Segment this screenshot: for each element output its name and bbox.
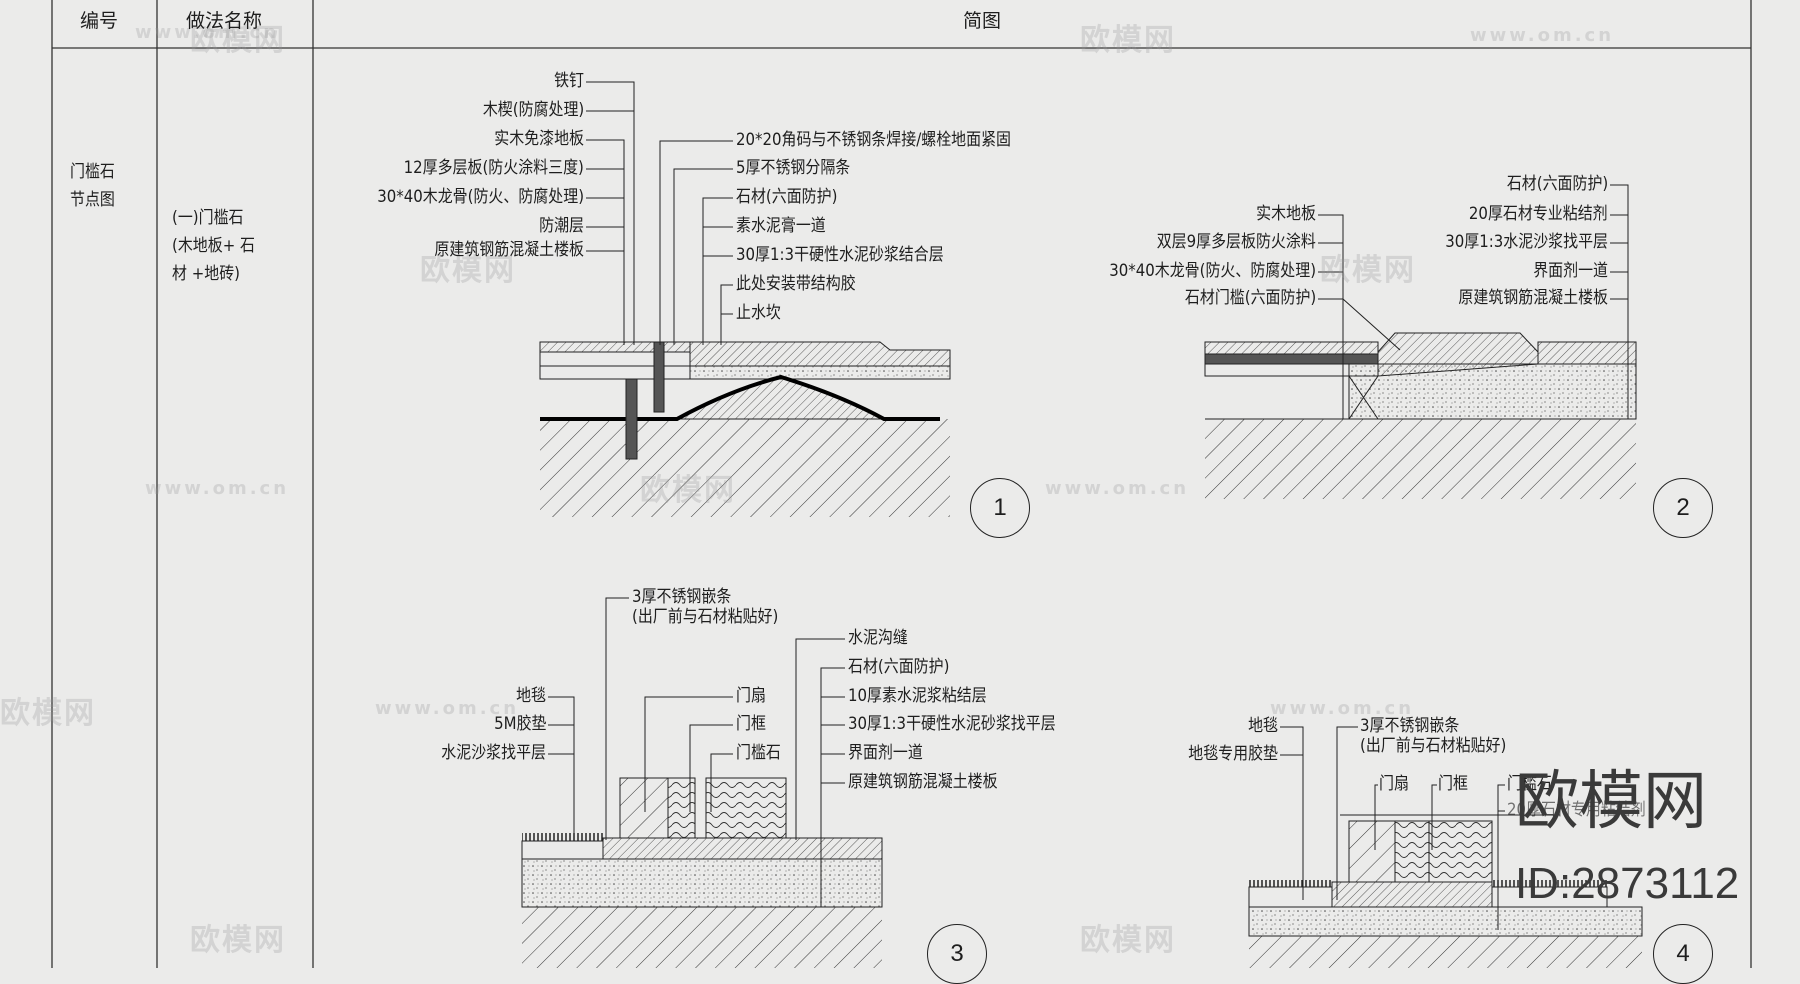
d3-right-label: 水泥沟缝 xyxy=(848,628,908,648)
d2-right-label: 石材(六面防护) xyxy=(1506,174,1608,194)
header-method: 做法名称 xyxy=(186,10,263,32)
watermark-site: www.om.cn xyxy=(375,698,520,719)
header-sketch: 简图 xyxy=(963,10,1002,32)
d3-left-label: 水泥沙浆找平层 xyxy=(441,743,546,763)
watermark-logo: 欧模网 xyxy=(190,23,286,58)
watermark-logo: 欧模网 xyxy=(0,696,96,731)
watermark-logo-large: 欧模网 xyxy=(1515,765,1707,839)
d1-right-label: 此处安装带结构胶 xyxy=(736,274,856,294)
d4-partial-label: 20厚石材专用粘结剂 xyxy=(1507,800,1646,820)
d3-left-label: 5M胶垫 xyxy=(493,714,546,734)
detail-3-leaders xyxy=(548,597,845,907)
d3-top-label: (出厂前与石材粘贴好) xyxy=(632,607,779,627)
d2-left-label: 30*40木龙骨(防火、防腐处理) xyxy=(1109,261,1316,281)
watermark-logo: 欧模网 xyxy=(1320,253,1416,288)
d1-left-label: 30*40木龙骨(防火、防腐处理) xyxy=(377,187,584,207)
watermark-site: www.om.cn xyxy=(145,478,290,499)
detail-1-section xyxy=(539,341,951,517)
detail-number-4: 4 xyxy=(1653,924,1713,984)
d1-left-label: 木楔(防腐处理) xyxy=(482,100,584,120)
d2-right-label: 20厚石材专业粘结剂 xyxy=(1469,204,1608,224)
d3-right-label: 30厚1:3干硬性水泥砂浆找平层 xyxy=(848,714,1056,734)
row-method-line: (一)门槛石 xyxy=(172,208,244,228)
watermark-logo: 欧模网 xyxy=(640,473,736,508)
d2-left-label: 实木地板 xyxy=(1256,204,1316,224)
d3-right-label: 界面剂一道 xyxy=(848,743,923,763)
detail-number-2: 2 xyxy=(1653,478,1713,538)
watermark-logo: 欧模网 xyxy=(420,253,516,288)
d1-left-label: 12厚多层板(防火涂料三度) xyxy=(403,158,584,178)
watermark-logo: 欧模网 xyxy=(190,923,286,958)
d1-left-label: 原建筑钢筋混凝土楼板 xyxy=(434,240,584,260)
detail-2-section xyxy=(1204,332,1637,499)
d4-left-label: 地毯专用胶垫 xyxy=(1188,744,1278,764)
d1-right-label: 石材(六面防护) xyxy=(736,187,838,207)
row-id-line: 门槛石 xyxy=(70,162,115,182)
d3-door-label: 门槛石 xyxy=(736,743,781,763)
d2-left-label: 石材门槛(六面防护) xyxy=(1184,288,1316,308)
d4-top-label: 3厚不锈钢嵌条 xyxy=(1360,716,1460,736)
detail-4-leaders xyxy=(1280,726,1505,930)
header-id: 编号 xyxy=(80,10,119,32)
d4-door-label: 门槛石 xyxy=(1507,774,1552,794)
d3-door-label: 门扇 xyxy=(736,686,766,706)
watermark-logo: 欧模网 xyxy=(1080,923,1176,958)
d2-right-label: 30厚1:3水泥沙浆找平层 xyxy=(1445,232,1608,252)
watermark-logo: 欧模网 xyxy=(1080,23,1176,58)
d2-right-label: 界面剂一道 xyxy=(1533,261,1608,281)
d3-top-label: 3厚不锈钢嵌条 xyxy=(632,587,732,607)
detail-number-3: 3 xyxy=(927,924,987,984)
d4-door-label: 门框 xyxy=(1438,774,1468,794)
d3-right-label: 10厚素水泥浆粘结层 xyxy=(848,686,987,706)
detail-3-section xyxy=(521,777,883,968)
detail-2-leaders xyxy=(1318,184,1629,419)
d1-right-label: 5厚不锈钢分隔条 xyxy=(736,158,851,178)
watermark-site: www.om.cn xyxy=(1470,25,1615,46)
d1-left-label: 防潮层 xyxy=(539,216,584,236)
detail-number-1: 1 xyxy=(970,478,1030,538)
d1-right-label: 止水坎 xyxy=(736,303,781,323)
d4-door-label: 门扇 xyxy=(1379,774,1409,794)
d3-door-label: 门框 xyxy=(736,714,766,734)
detail-4-section xyxy=(1248,814,1643,968)
watermark-site: www.om.cn xyxy=(1270,698,1415,719)
row-method-line: 材 +地砖) xyxy=(172,264,241,284)
table-grid xyxy=(51,0,1752,968)
d4-top-label: (出厂前与石材粘贴好) xyxy=(1360,736,1507,756)
d3-right-label: 原建筑钢筋混凝土楼板 xyxy=(848,772,998,792)
d1-right-label: 30厚1:3干硬性水泥砂浆结合层 xyxy=(736,245,944,265)
d3-right-label: 石材(六面防护) xyxy=(848,657,950,677)
row-method-line: (木地板+ 石 xyxy=(172,236,255,256)
watermark-id: ID:2873112 xyxy=(1515,859,1740,908)
watermark-site: www.om.cn xyxy=(135,22,280,43)
watermark-site: www.om.cn xyxy=(1045,478,1190,499)
detail-1-leaders xyxy=(586,81,733,345)
d2-left-label: 双层9厚多层板防火涂料 xyxy=(1156,232,1316,252)
d4-left-label: 地毯 xyxy=(1248,716,1278,736)
d1-left-label: 实木免漆地板 xyxy=(494,129,584,149)
d3-left-label: 地毯 xyxy=(516,686,546,706)
d1-right-label: 20*20角码与不锈钢条焊接/螺栓地面紧固 xyxy=(736,130,1011,150)
d2-right-label: 原建筑钢筋混凝土楼板 xyxy=(1458,288,1608,308)
row-id-line: 节点图 xyxy=(70,190,115,210)
d1-right-label: 素水泥膏一道 xyxy=(736,216,826,236)
d1-left-label: 铁钉 xyxy=(554,71,584,91)
